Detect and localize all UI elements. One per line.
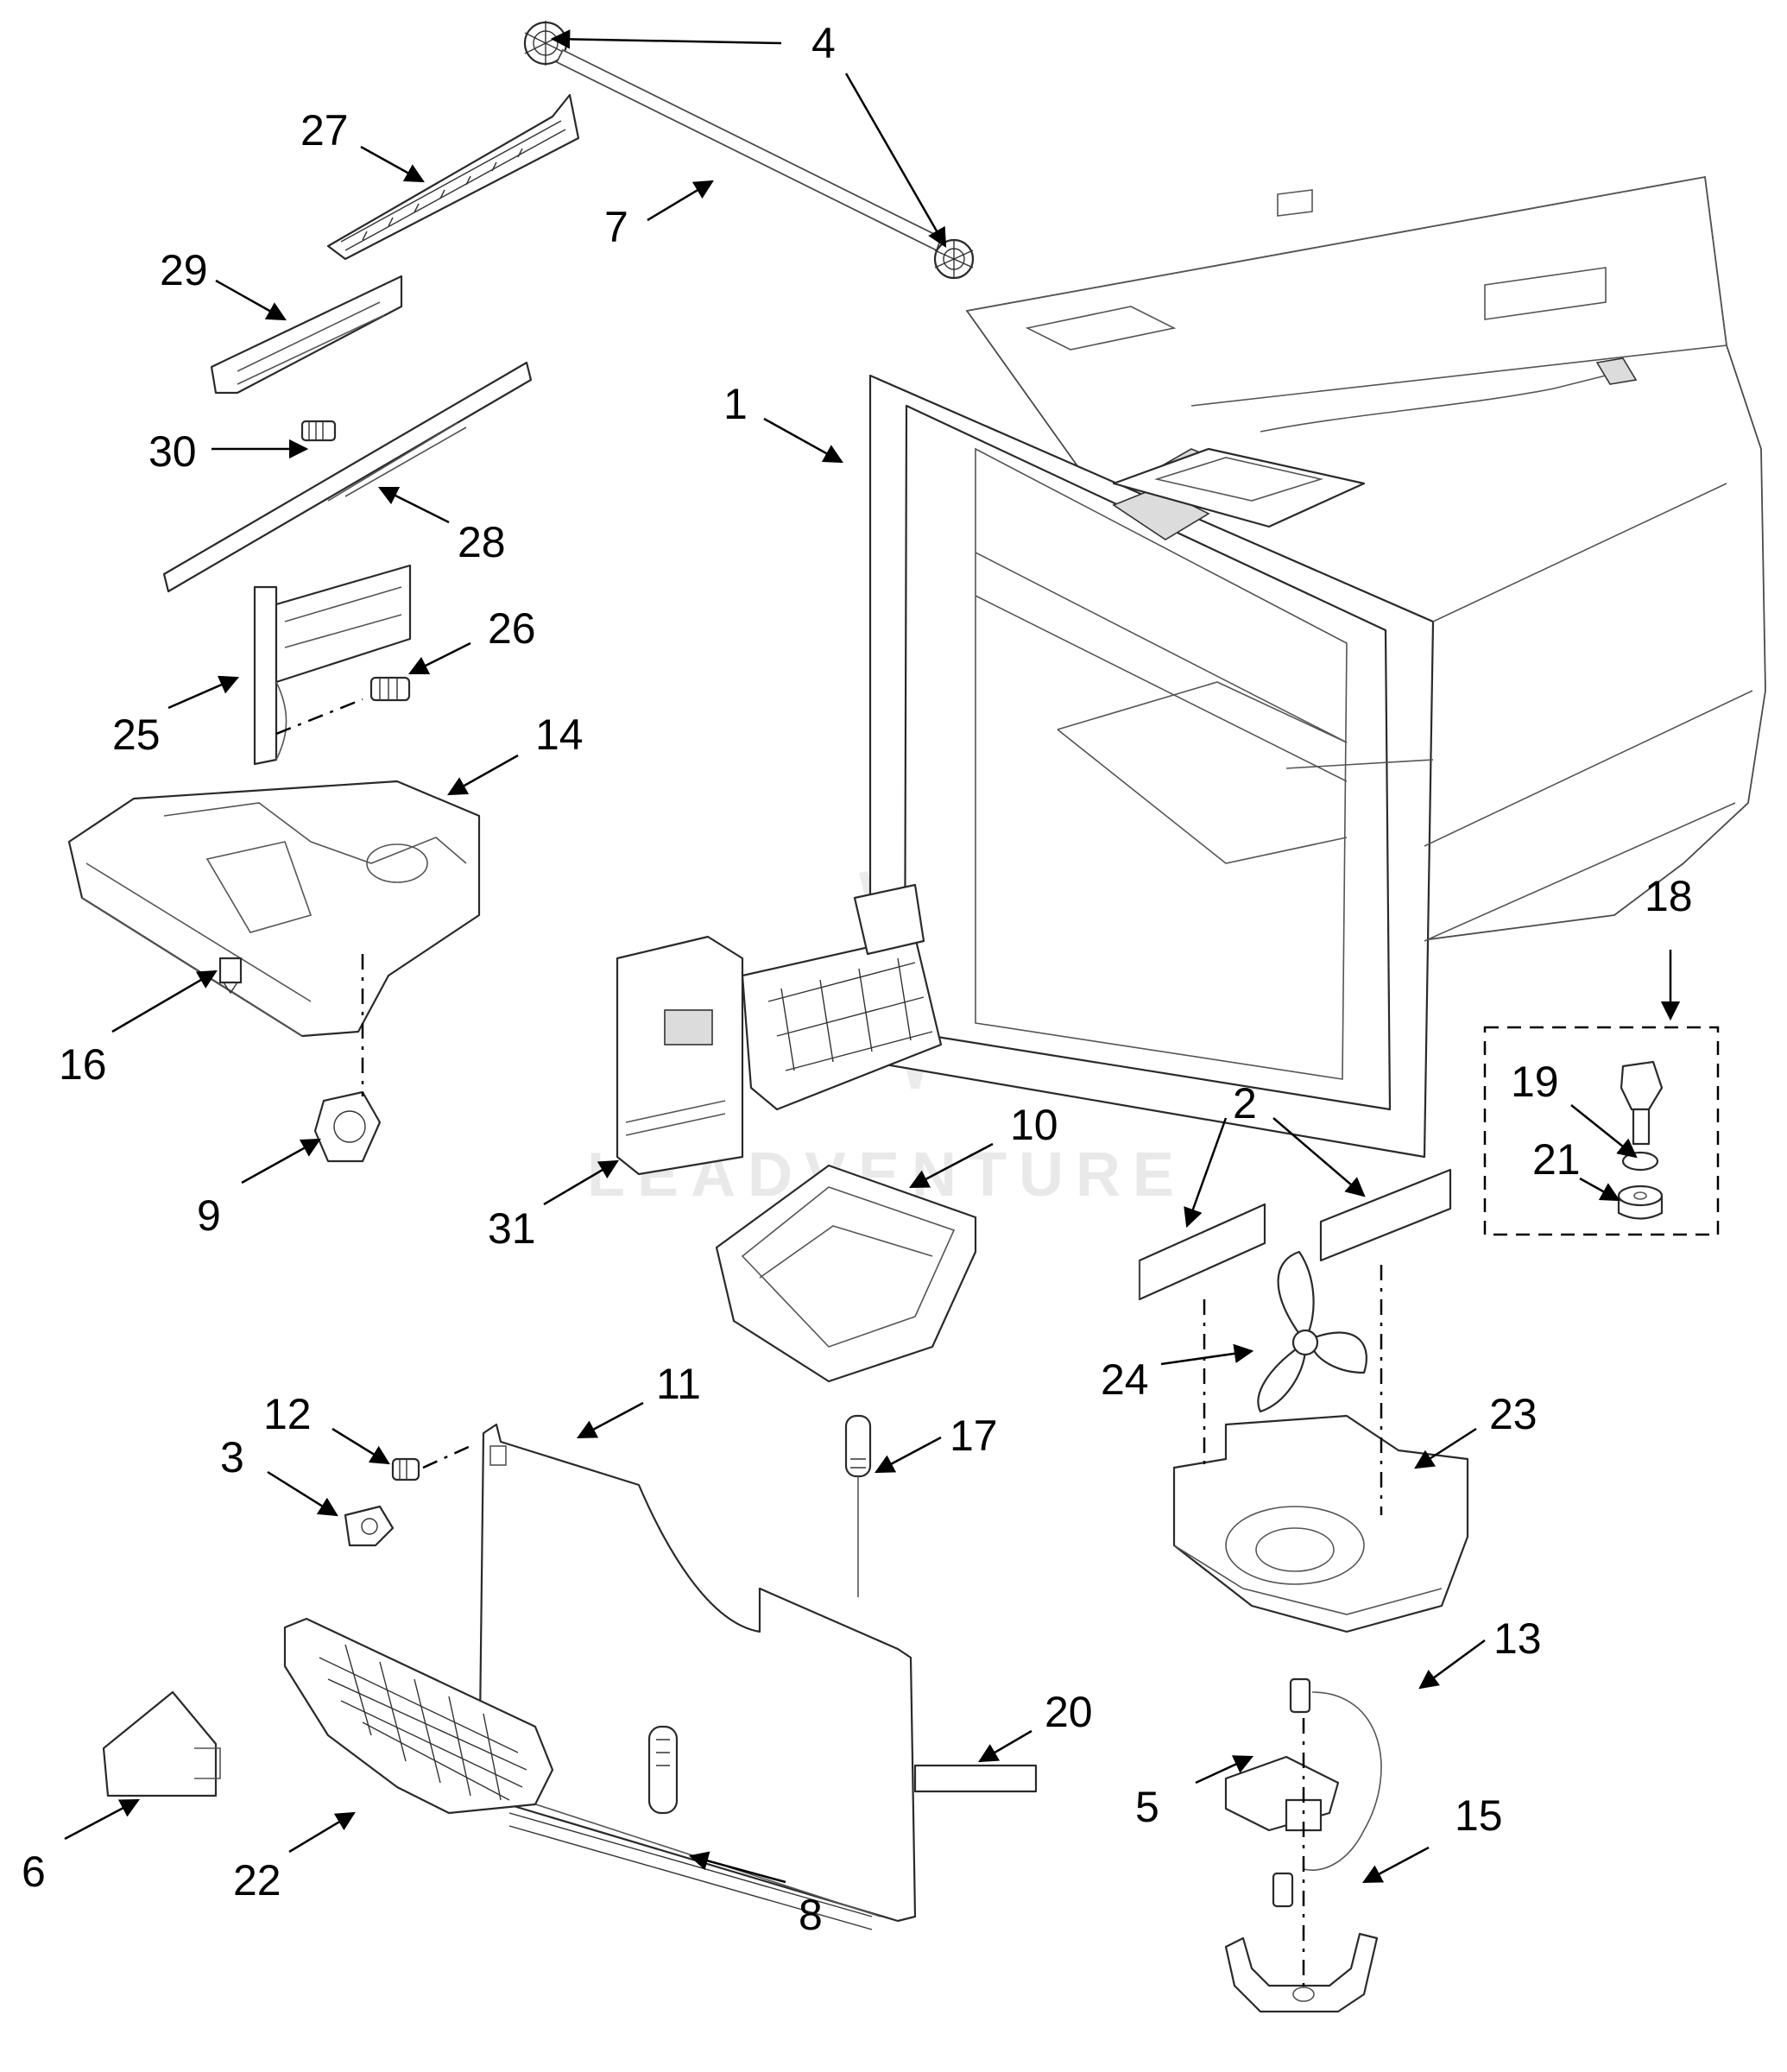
callout-4: 4 [811,19,836,67]
callout-2: 2 [1233,1079,1257,1128]
callout-21: 21 [1532,1135,1581,1184]
callout-12: 12 [263,1390,312,1438]
part-11-cover-panel [477,1423,917,1930]
part-3-cam [344,1505,395,1547]
callout-18: 18 [1645,872,1693,920]
callout-15: 15 [1455,1791,1503,1840]
callout-27: 27 [300,106,349,155]
callout-7: 7 [604,203,628,251]
part-22-grille [283,1617,554,1815]
callout-31: 31 [488,1204,536,1253]
part-29-bracket [210,275,403,395]
part-17-thermistor [844,1414,872,1597]
part-4-gear-bottom [933,238,975,280]
callout-13: 13 [1493,1614,1542,1663]
part-15-motor-bracket [1224,1932,1379,2013]
callout-23: 23 [1489,1390,1538,1438]
callout-14: 14 [535,711,584,759]
part-1-freezer-liner [868,175,1766,1159]
part-6-end-cap [102,1690,221,1797]
part-2-pad-left [1138,1203,1266,1301]
part-9-gear-housing [313,1090,382,1163]
callout-22: 22 [233,1856,281,1905]
callout-10: 10 [1010,1101,1058,1149]
assembly-lines [275,698,1383,1990]
callout-8: 8 [799,1891,823,1939]
callout-16: 16 [59,1040,107,1089]
part-12-screw [391,1457,420,1481]
part-20-strip [913,1764,1038,1793]
part-26-screw [369,676,411,702]
part-23-fan-shroud [1172,1414,1469,1633]
callout-labels: 4 27 7 29 1 30 28 26 25 14 18 16 2 10 19… [22,19,1693,1939]
part-25-mount-bracket [253,564,412,766]
part-13-wiring [1303,1691,1382,1871]
part-21-valve-washer [1617,1184,1664,1220]
part-30-screw [300,420,337,442]
part-16-clip [218,957,243,995]
callout-9: 9 [197,1191,221,1240]
callout-26: 26 [488,604,536,653]
part-8-clip [647,1725,679,1815]
callout-17: 17 [950,1412,998,1460]
part-18-valve-kit-box [1483,1026,1720,1236]
callout-3: 3 [220,1433,244,1481]
callout-1: 1 [723,380,748,428]
part-27-rail [326,93,580,261]
part-2-pad-right [1319,1168,1452,1262]
callout-11: 11 [656,1360,701,1408]
callout-6: 6 [22,1848,46,1896]
part-24-fan-blade [1257,1250,1367,1413]
callout-29: 29 [160,246,208,294]
part-14-ice-tray [67,780,481,1038]
callout-20: 20 [1045,1688,1093,1736]
part-31-ice-maker [616,883,943,1176]
part-28-slide-rail [162,361,533,593]
part-19-valve-fitting [1620,1060,1664,1172]
part-10-ice-bucket [715,1164,977,1383]
part-5-fan-motor [1224,1677,1340,1908]
callout-24: 24 [1101,1355,1149,1404]
callout-25: 25 [112,711,161,759]
leader-lines [64,29,1681,1884]
callout-5: 5 [1135,1783,1159,1831]
callout-28: 28 [458,518,506,566]
callout-30: 30 [148,427,197,476]
callout-19: 19 [1511,1058,1559,1106]
